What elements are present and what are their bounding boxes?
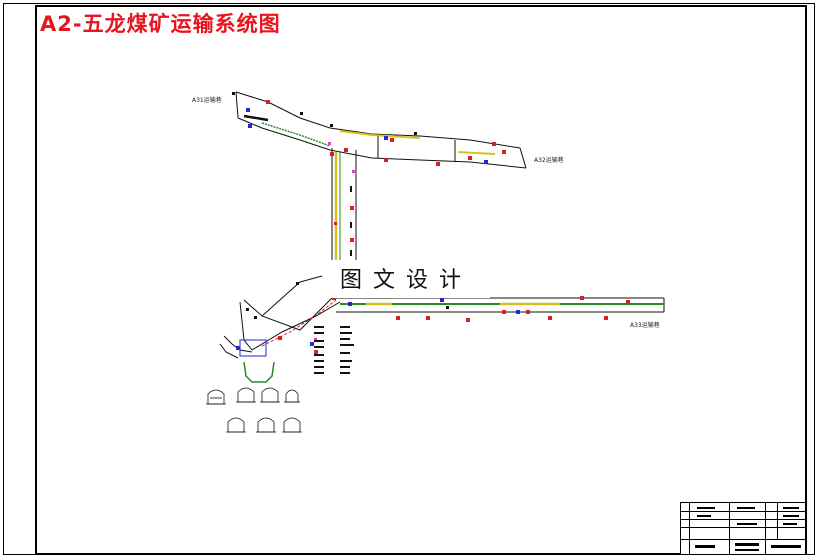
title-block xyxy=(680,502,806,555)
lane-label-upper-right: A32运输巷 xyxy=(534,157,564,164)
device-markers-pink xyxy=(314,142,355,341)
bunker-equipment xyxy=(239,339,267,357)
device-markers-red xyxy=(266,100,630,354)
upper-belt-yellow-2 xyxy=(457,151,496,155)
legend-block xyxy=(314,326,354,374)
device-markers-blue xyxy=(236,108,520,350)
drawing-title: A2-五龙煤矿运输系统图 xyxy=(40,12,281,36)
device-markers-black xyxy=(232,92,449,319)
cross-section-details xyxy=(206,387,302,433)
lane-label-upper-left: A31运输巷 xyxy=(192,97,222,104)
drawing-frame xyxy=(35,5,807,555)
upper-roadway xyxy=(235,91,527,169)
bunker-outline xyxy=(243,361,275,383)
lower-incline-belt xyxy=(261,299,337,347)
upper-belt-yellow xyxy=(339,130,421,139)
lane-label-lower-right: A33运输巷 xyxy=(630,322,660,329)
upper-belt-green xyxy=(261,122,331,147)
watermark: 图文设计 xyxy=(322,260,491,298)
